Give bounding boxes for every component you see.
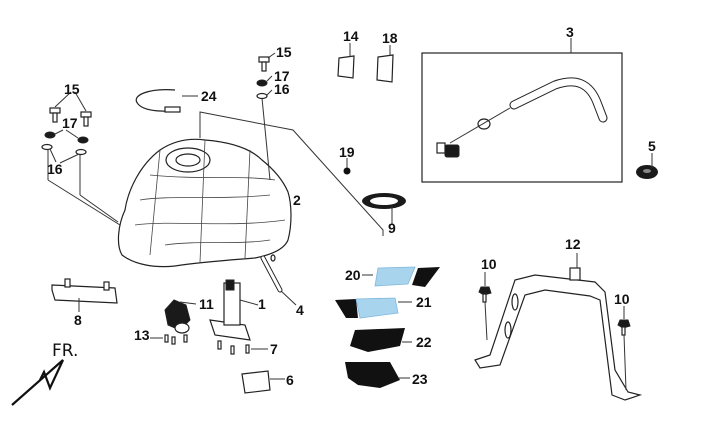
callout-22: 22 xyxy=(416,334,432,350)
callout-15-left: 15 xyxy=(64,81,80,97)
callout-16-middle: 16 xyxy=(274,81,290,97)
fuel-tank-part xyxy=(117,138,292,268)
bolts-left xyxy=(41,91,92,164)
callout-11: 11 xyxy=(199,296,214,312)
clip-6-part xyxy=(241,370,285,394)
callout-5: 5 xyxy=(648,138,656,154)
decal-22-part xyxy=(350,328,412,352)
callout-17-middle: 17 xyxy=(274,68,290,84)
callout-8: 8 xyxy=(74,312,82,328)
callout-13: 13 xyxy=(134,327,150,343)
hose-24-part xyxy=(135,89,181,113)
callout-10-right: 10 xyxy=(614,291,630,307)
callout-6: 6 xyxy=(286,372,294,388)
callout-16-left: 16 xyxy=(47,161,63,177)
callout-20: 20 xyxy=(345,267,361,283)
pipe-4-part xyxy=(260,254,283,293)
callout-18: 18 xyxy=(382,30,398,46)
callout-10-left: 10 xyxy=(481,256,497,272)
bolts-10 xyxy=(478,272,631,391)
callout-14: 14 xyxy=(343,28,359,44)
callout-24: 24 xyxy=(201,88,217,104)
callout-9: 9 xyxy=(388,220,396,236)
gaskets xyxy=(337,43,394,83)
callout-23: 23 xyxy=(412,371,428,387)
callout-7: 7 xyxy=(270,341,278,357)
decal-23-part xyxy=(345,362,410,388)
fuel-pump-1-part xyxy=(209,279,268,355)
callout-4: 4 xyxy=(296,302,304,318)
front-direction-arrow xyxy=(11,359,64,406)
bracket-8-part xyxy=(51,278,118,312)
stand-12-part xyxy=(474,253,643,401)
bolts-middle xyxy=(256,52,276,100)
ring-9-part xyxy=(362,193,406,225)
plug-19-part xyxy=(343,167,351,175)
callout-15-middle: 15 xyxy=(276,44,292,60)
callout-1: 1 xyxy=(258,296,266,312)
decal-21-part xyxy=(335,297,412,319)
callout-21: 21 xyxy=(416,294,432,310)
hose-kit-3-box xyxy=(421,38,623,183)
callout-19: 19 xyxy=(339,144,355,160)
callout-17-left: 17 xyxy=(62,115,78,131)
valve-11-part xyxy=(150,299,197,345)
callout-2: 2 xyxy=(293,192,301,208)
decal-20-part xyxy=(362,266,440,287)
front-label: FR. xyxy=(52,341,78,361)
leader-lines xyxy=(47,97,384,306)
callout-3: 3 xyxy=(566,24,574,40)
callout-12: 12 xyxy=(565,236,581,252)
grommet-5-part xyxy=(636,153,658,179)
